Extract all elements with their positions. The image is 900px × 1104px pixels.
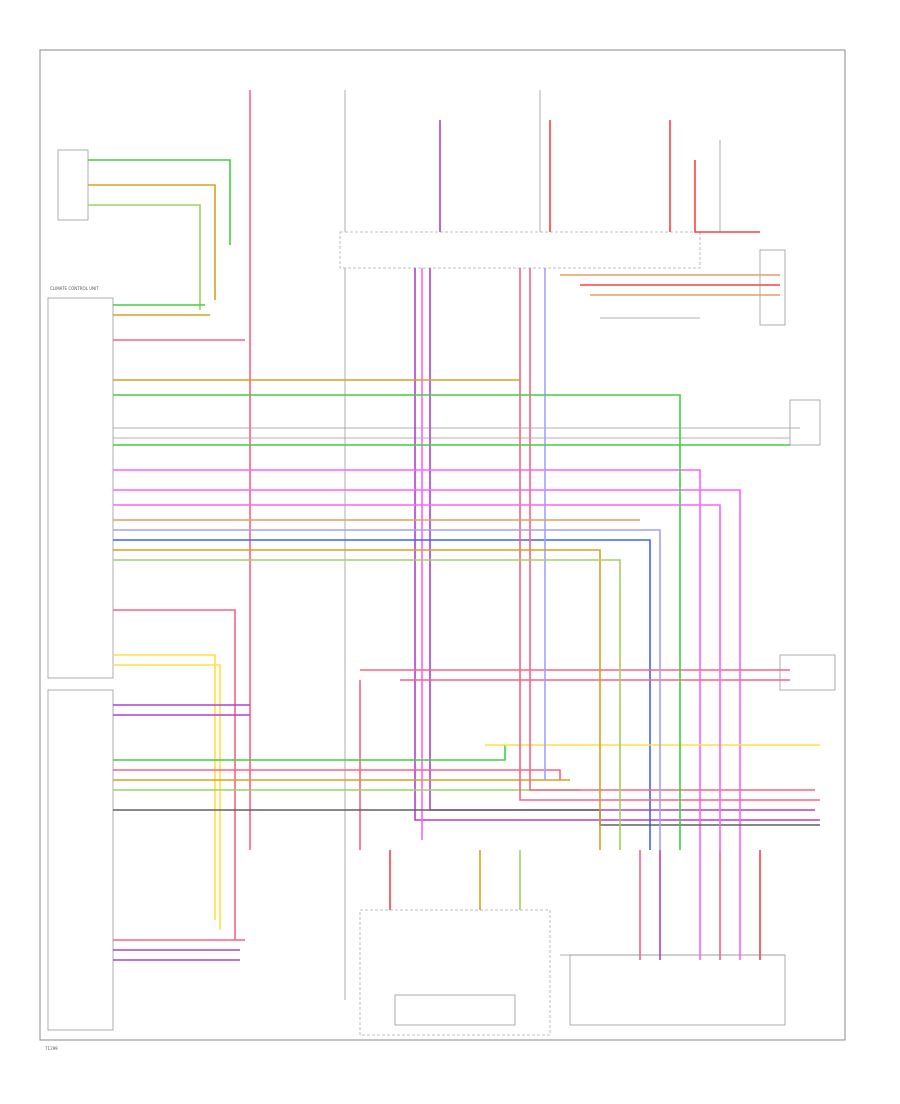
wire-trace-16 — [113, 609, 236, 940]
wire-trace-33 — [694, 160, 760, 233]
wire-trace-22 — [113, 745, 506, 761]
wire-trace-38 — [529, 268, 815, 791]
wire-trace-41 — [113, 394, 681, 850]
wire-trace-0 — [88, 159, 231, 245]
bottom-module-box-2 — [569, 954, 786, 1026]
climate-control-unit-label: CLIMATE CONTROL UNIT — [50, 286, 99, 291]
wire-trace-2 — [88, 204, 201, 310]
right-connector-box-3 — [789, 399, 821, 446]
colored-wire-group — [88, 90, 820, 961]
rear-unit-box — [47, 689, 114, 1031]
wire-trace-44 — [113, 559, 621, 850]
wire-trace-27 — [113, 809, 820, 826]
wire-trace-8 — [414, 268, 820, 821]
gray-wire-group — [113, 90, 800, 1000]
wire-trace-47 — [113, 529, 661, 850]
wire-trace-43 — [113, 549, 601, 850]
left-sensor-box — [57, 149, 89, 221]
bottom-module-box-1 — [394, 994, 516, 1026]
wire-trace-24 — [113, 769, 561, 780]
wire-trace-46 — [113, 504, 721, 850]
splice-center-box — [339, 231, 701, 269]
wire-trace-11 — [113, 539, 651, 850]
climate-control-unit-box — [47, 297, 114, 679]
diagram-frame — [39, 49, 846, 1041]
right-connector-box-2 — [779, 654, 836, 691]
wire-trace-9 — [429, 268, 815, 811]
bottom-dashed-region — [359, 909, 551, 1036]
right-connector-box-1 — [759, 249, 786, 326]
figure-id: 71299 — [45, 1046, 58, 1051]
wire-trace-37 — [519, 268, 820, 801]
wire-trace-14 — [113, 654, 216, 920]
wire-trace-12 — [113, 469, 701, 850]
wire-trace-1 — [88, 184, 216, 300]
wire-trace-15 — [113, 664, 221, 930]
wire-trace-13 — [113, 489, 741, 850]
